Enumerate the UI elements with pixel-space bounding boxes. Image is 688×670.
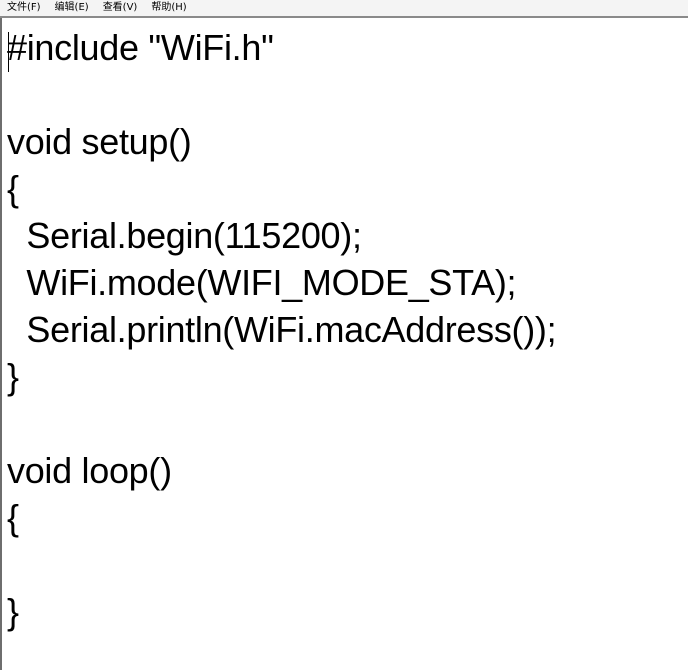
menu-bar: 文件(F) 编辑(E) 查看(V) 帮助(H) xyxy=(0,0,688,18)
code-line: Serial.println(WiFi.macAddress()); xyxy=(7,309,557,350)
menu-view[interactable]: 查看(V) xyxy=(102,2,138,13)
code-line: void loop() xyxy=(7,450,172,491)
code-line: } xyxy=(7,591,19,632)
code-line xyxy=(7,541,556,588)
code-line: Serial.begin(115200); xyxy=(7,215,362,256)
text-caret xyxy=(8,32,9,72)
menu-file[interactable]: 文件(F) xyxy=(7,2,41,13)
code-line: WiFi.mode(WIFI_MODE_STA); xyxy=(7,262,517,303)
code-lines: #include "WiFi.h" void setup() { Serial.… xyxy=(7,24,557,635)
code-line: { xyxy=(7,497,19,538)
code-line: { xyxy=(7,168,19,209)
menu-help[interactable]: 帮助(H) xyxy=(151,2,187,13)
code-line xyxy=(7,71,556,118)
code-line: } xyxy=(7,356,19,397)
code-line xyxy=(7,400,556,447)
menu-edit[interactable]: 编辑(E) xyxy=(54,2,89,13)
code-line: void setup() xyxy=(7,121,192,162)
text-editor-area[interactable]: #include "WiFi.h" void setup() { Serial.… xyxy=(0,18,688,670)
code-line: #include "WiFi.h" xyxy=(7,27,274,68)
